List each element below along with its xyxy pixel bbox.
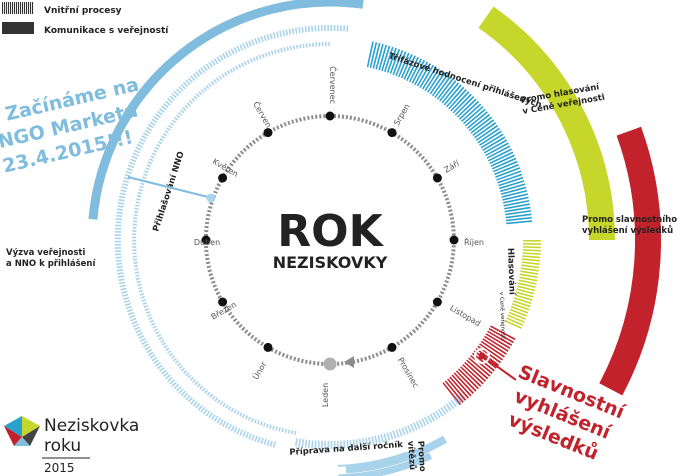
- month-dot-3: [432, 173, 442, 183]
- start-callout: Začínáme na NGO Marketu 23.4.2015!!!: [0, 74, 216, 203]
- legend-internal-stripe: [22, 2, 24, 14]
- legend-internal-stripe: [30, 2, 32, 14]
- month-dot-2: [387, 128, 397, 138]
- legend-internal-label: Vnitřní procesy: [44, 6, 122, 16]
- month-ring: [201, 111, 459, 371]
- brand-year: 2015: [44, 461, 75, 475]
- legend-communication-swatch: [2, 22, 34, 34]
- arc-registration-outer: [114, 25, 349, 448]
- month-label-rijen: Říjen: [464, 237, 484, 247]
- month-dot-9: [218, 297, 228, 307]
- month-label-zari: Září: [443, 159, 462, 175]
- legend-communication-fill: [2, 22, 34, 34]
- month-label-srpen: Srpen: [392, 102, 412, 127]
- arc-promo-ceremony: [599, 126, 661, 396]
- month-label-unor: Únor: [249, 359, 268, 382]
- month-label-prosinec: Prosinec: [396, 356, 421, 389]
- month-dot-11: [218, 173, 228, 183]
- legend-communication-label: Komunikace s veřejností: [44, 26, 169, 36]
- legend-internal-swatch-lines: [2, 2, 34, 14]
- legend-internal-stripe: [10, 2, 12, 14]
- legend-internal-stripe: [24, 2, 26, 14]
- arc-promo-voting: [478, 6, 615, 241]
- ceremony-callout: Slavnostní vyhlášení výsledků: [474, 348, 629, 465]
- legend-internal-stripe: [16, 2, 18, 14]
- month-dot-1: [325, 111, 335, 121]
- month-label-listopad: Listopad: [448, 303, 482, 328]
- ceremony-marker: [478, 352, 486, 360]
- legend-internal-stripe: [6, 2, 8, 14]
- ceremony-callout-line: [483, 356, 517, 381]
- legend-internal-stripe: [26, 2, 28, 14]
- brand-name-line2: roku: [44, 436, 81, 456]
- center-title: ROK: [277, 206, 384, 257]
- legend: Vnitřní procesy Komunikace s veřejností: [0, 0, 169, 36]
- legend-internal-stripe: [4, 2, 6, 14]
- arc-voting: [504, 239, 542, 330]
- label-vyzva-2: a NNO k přihlášení: [6, 258, 96, 269]
- legend-internal-stripe: [32, 2, 34, 14]
- arc-preparation: [293, 393, 465, 450]
- legend-internal-stripe: [12, 2, 14, 14]
- arc-communication-bottom: [338, 452, 433, 476]
- month-dot-12: [263, 128, 273, 138]
- month-dot-5: [432, 297, 442, 307]
- month-dot-8: [263, 342, 273, 352]
- month-label-leden: Leden: [321, 383, 330, 407]
- phase-rings: [88, 0, 661, 476]
- label-promo-vitezu-1: Promo: [415, 441, 427, 473]
- month-label-cervenec: Červenec: [328, 66, 339, 104]
- arc-evaluation: [366, 41, 533, 225]
- center-subtitle: NEZISKOVKY: [273, 253, 388, 272]
- month-label-cerven: Červen: [251, 99, 275, 129]
- month-dot-7: [323, 357, 337, 371]
- arc-ceremony: [441, 325, 516, 406]
- arc-promo-winners: [345, 435, 447, 474]
- brand-name-line1: Neziskovka: [44, 416, 139, 436]
- month-dot-4: [449, 235, 459, 245]
- legend-internal-stripe: [14, 2, 16, 14]
- legend-internal-stripe: [8, 2, 10, 14]
- month-dot-10: [201, 235, 211, 245]
- direction-arrow-icon: [344, 356, 354, 368]
- legend-internal-stripe: [20, 2, 22, 14]
- month-label-duben: Duben: [194, 238, 220, 247]
- label-hlasovani: Hlasování: [505, 248, 517, 296]
- label-promo-vitezu-2: vítězů: [405, 440, 418, 470]
- legend-internal-stripe: [28, 2, 30, 14]
- label-vyzva-1: Výzva veřejnosti: [6, 248, 85, 258]
- label-hlasovani-small: v Ceně veřejnosti: [498, 292, 507, 341]
- month-dot-6: [387, 342, 397, 352]
- legend-internal-stripe: [2, 2, 4, 14]
- arc-communication-call: [88, 0, 364, 220]
- start-marker: [206, 193, 216, 203]
- label-prihlasovani: Přihlašování NNO: [150, 150, 186, 233]
- brand-logo-icon: [4, 416, 40, 446]
- ceremony-marker-ring: [474, 348, 490, 364]
- label-promo-slavnostni-1: Promo slavnostního: [582, 215, 677, 225]
- brand: Neziskovka roku 2015: [4, 416, 139, 475]
- label-promo-slavnostni-2: vyhlášení výsledků: [582, 225, 673, 236]
- legend-internal-stripe: [18, 2, 20, 14]
- start-callout-line: [127, 176, 209, 198]
